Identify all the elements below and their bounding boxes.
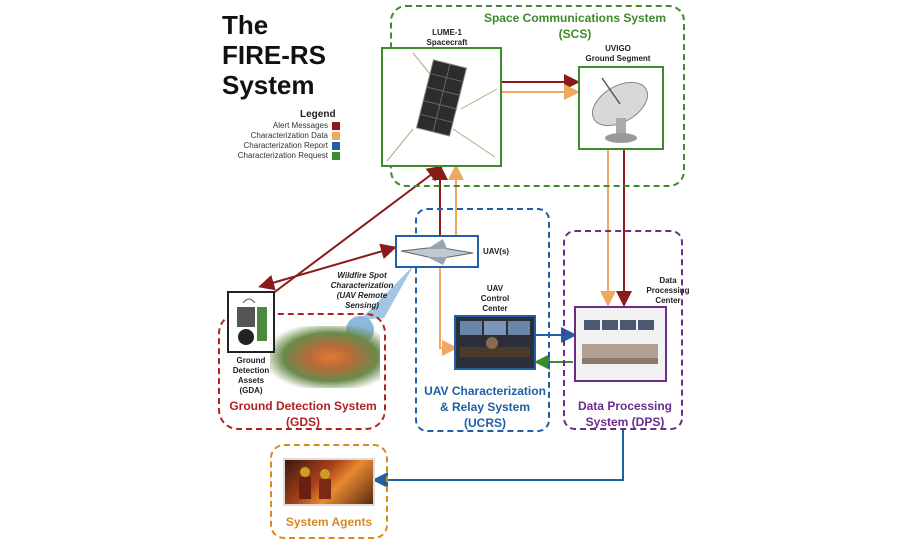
control-center-label-1: UAV	[486, 284, 504, 293]
uav-label: UAV(s)	[483, 247, 510, 256]
wildfire-spot-label-2: Characterization	[330, 281, 394, 290]
legend-label: Characterization Data	[250, 131, 328, 140]
uav-icon	[400, 239, 474, 265]
wildfire-spot-label-4: Sensing)	[345, 301, 379, 310]
legend-item-data: Characterization Data	[251, 131, 340, 140]
region-dps-name-1: Data Processing	[577, 399, 673, 413]
region-scs-name: Space Communications System	[483, 11, 667, 25]
dish-antenna-icon	[592, 77, 648, 143]
arrow-gda-uav-red	[258, 243, 397, 291]
title-line-2: FIRE-RS	[222, 40, 326, 70]
processing-center-label: Data Processing Center	[640, 276, 696, 306]
region-gds-abbr: (GDS)	[286, 415, 320, 429]
region-ucrs-abbr: (UCRS)	[464, 416, 506, 430]
wildfire-spot-label-3: (UAV Remote	[336, 291, 388, 300]
spacecraft-label: LUME-1 Spacecraft	[412, 28, 482, 48]
region-ucrs-name-2: & Relay System	[439, 400, 531, 414]
gda-label-1: Ground	[236, 356, 266, 365]
region-dps-name-2: System (DPS)	[585, 415, 665, 429]
processing-center-label-1: Data	[659, 276, 677, 285]
arrow-dps-agents-blue	[372, 430, 624, 488]
region-ucrs-label: UAV Characterization & Relay System (UCR…	[400, 383, 570, 431]
region-agents-label: System Agents	[285, 515, 373, 529]
firefighters-image	[283, 458, 375, 506]
control-room-icon	[460, 321, 530, 357]
uav-sensing-beam	[360, 265, 414, 320]
legend-item-alert: Alert Messages	[273, 121, 340, 130]
region-ucrs-name-1: UAV Characterization	[424, 384, 546, 398]
legend-item-report: Characterization Report	[244, 141, 340, 150]
region-gds-name: Ground Detection System	[229, 399, 377, 413]
legend-label: Characterization Request	[237, 151, 328, 160]
spacecraft-node	[381, 47, 502, 167]
legend-label: Characterization Report	[243, 141, 328, 150]
ground-segment-label-1: UVIGO	[605, 44, 631, 53]
control-center-label: UAV Control Center	[470, 284, 520, 314]
gda-label-3: Assets	[237, 376, 265, 385]
processing-center-label-2: Processing	[646, 286, 690, 295]
satellite-icon	[386, 52, 498, 162]
wildfire-spot-label: Wildfire Spot Characterization (UAV Remo…	[322, 271, 402, 311]
processing-center-node	[574, 306, 667, 382]
gda-label-2: Detection	[232, 366, 270, 375]
legend-label: Alert Messages	[272, 121, 328, 130]
gda-node	[227, 291, 275, 353]
legend-swatch	[332, 141, 340, 150]
sensor-device-icon	[237, 298, 267, 345]
ground-segment-label: UVIGO Ground Segment	[568, 44, 668, 64]
ground-segment-label-2: Ground Segment	[585, 54, 651, 63]
region-scs-label: Space Communications System (SCS)	[470, 10, 680, 42]
region-scs-abbr: (SCS)	[558, 27, 592, 41]
region-ucrs	[415, 208, 550, 432]
control-center-node	[454, 315, 536, 370]
wildfire-spot-label-1: Wildfire Spot	[337, 271, 387, 280]
region-gds	[218, 313, 386, 430]
spacecraft-label-2: Spacecraft	[426, 38, 468, 47]
title-line-1: The	[222, 10, 269, 40]
legend-swatch	[332, 131, 340, 140]
spacecraft-label-1: LUME-1	[432, 28, 462, 37]
processing-center-label-3: Center	[655, 296, 681, 305]
legend-title: Legend	[300, 109, 336, 120]
gda-label-4: (GDA)	[239, 386, 263, 395]
ground-segment-node	[578, 66, 664, 150]
legend-swatch	[332, 121, 340, 130]
gda-label: Ground Detection Assets (GDA)	[226, 356, 276, 396]
region-gds-label: Ground Detection System (GDS)	[218, 398, 388, 430]
control-center-label-3: Center	[482, 304, 508, 313]
uav-node	[395, 235, 479, 268]
diagram-title: The FIRE-RS System	[222, 10, 326, 100]
firefighters-icon	[299, 467, 331, 499]
control-center-label-2: Control	[480, 294, 510, 303]
title-line-3: System	[222, 70, 315, 100]
data-center-icon	[582, 320, 658, 364]
legend-swatch	[332, 151, 340, 160]
wildfire-image	[270, 326, 380, 388]
region-agents	[270, 444, 388, 539]
arrow-uav-control-orange	[439, 268, 458, 356]
region-dps-label: Data Processing System (DPS)	[563, 398, 687, 430]
region-dps	[563, 230, 683, 430]
arrow-gda-spacecraft-red	[263, 165, 444, 301]
legend-item-request: Characterization Request	[238, 151, 340, 160]
